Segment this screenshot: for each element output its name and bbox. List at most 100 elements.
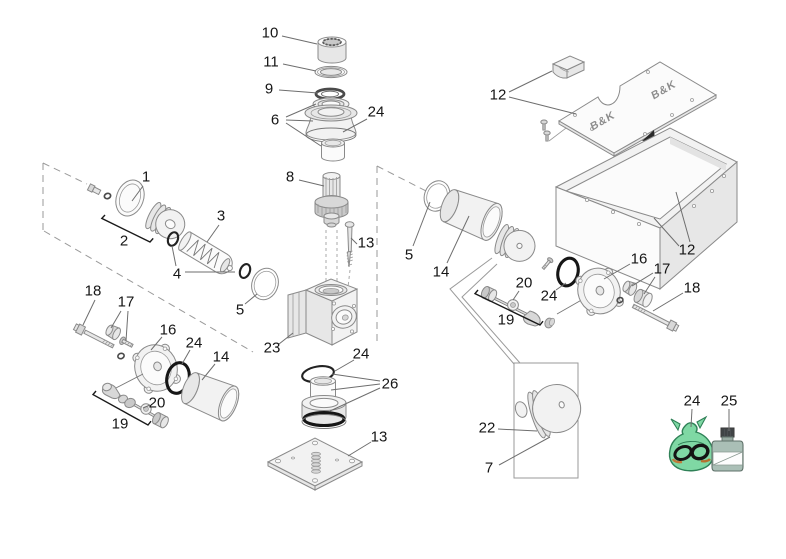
leader-line-12 <box>653 217 680 247</box>
part-label-11: 11 <box>263 54 279 71</box>
part-label-24: 24 <box>368 104 385 121</box>
part-17-fittings-left <box>105 324 134 360</box>
part-4-oring-b <box>238 263 252 279</box>
leader-line-24 <box>555 282 567 291</box>
leader-line-3 <box>206 224 220 243</box>
part-label-4: 4 <box>173 266 181 283</box>
part-screw-small-right <box>541 257 554 271</box>
leader-line-23 <box>278 332 294 345</box>
part-label-12: 12 <box>490 87 507 104</box>
group-bracket-19-right <box>473 289 544 326</box>
part-label-17: 17 <box>654 261 671 278</box>
part-label-5: 5 <box>236 302 244 319</box>
leader-line-22 <box>497 428 538 432</box>
leader-line-16 <box>603 263 631 280</box>
plate-spring <box>311 451 321 474</box>
part-label-18: 18 <box>85 283 102 300</box>
part-2-screw <box>86 183 112 200</box>
dashed-boundary-lines <box>42 162 431 353</box>
part-label-22: 22 <box>479 420 496 437</box>
part-5-oring-left <box>251 267 279 301</box>
part-label-24: 24 <box>541 288 558 305</box>
part-9-seal <box>314 87 346 101</box>
part-23-valve-body <box>287 278 359 346</box>
leader-line-14 <box>201 363 216 381</box>
part-12-cover-plate: B&K B&K <box>558 61 717 157</box>
detail-box-diaphragm <box>449 257 582 479</box>
leader-line-24 <box>690 408 693 428</box>
leader-line-17 <box>643 276 656 295</box>
part-11-washer <box>314 65 348 79</box>
group-bracket-2 <box>100 214 154 243</box>
leader-line-17 <box>110 310 122 329</box>
part-7-22-diaphragm-piston <box>514 384 582 439</box>
leader-line-14 <box>446 215 470 264</box>
part-label-5: 5 <box>405 247 413 264</box>
part-10-bearing <box>317 36 347 64</box>
leader-line-6 <box>285 103 317 118</box>
leader-line-12 <box>508 70 553 93</box>
leader-line-6 <box>285 122 322 147</box>
part-label-13: 13 <box>358 235 375 252</box>
part-25-lubricant-bottle <box>711 427 744 472</box>
leader-line-18 <box>652 292 684 312</box>
part-label-1: 1 <box>142 169 150 186</box>
part-label-19: 19 <box>112 416 129 433</box>
part-label-10: 10 <box>262 25 279 42</box>
part-label-16: 16 <box>160 322 177 339</box>
part-label-8: 8 <box>286 169 294 186</box>
part-piston-right <box>494 224 536 262</box>
part-label-6: 6 <box>271 112 279 129</box>
part-label-7: 7 <box>485 460 493 477</box>
part-label-24: 24 <box>684 393 701 410</box>
group-bracket-19-left <box>91 390 152 426</box>
leader-line-4 <box>171 245 177 267</box>
seal-kit-bag <box>668 415 715 472</box>
leader-line-20 <box>142 404 151 409</box>
part-label-13: 13 <box>371 429 388 446</box>
leader-line-26 <box>329 387 381 412</box>
part-18-bolt-left <box>72 323 115 349</box>
part-label-20: 20 <box>149 395 166 412</box>
part-13-screw <box>344 221 355 268</box>
part-1-seal-washer <box>115 179 145 217</box>
leader-line-24 <box>181 349 191 365</box>
leader-line-24 <box>334 359 355 372</box>
part-18-bolt-right <box>631 303 680 332</box>
leader-line-12 <box>675 191 691 243</box>
part-14-cylinder-right <box>439 189 503 241</box>
leader-line-16 <box>150 336 163 351</box>
leader-line-18 <box>82 299 96 326</box>
leader-line-5 <box>412 201 431 247</box>
part-label-2: 2 <box>120 233 128 250</box>
part-8-drive-shaft <box>314 172 349 228</box>
part-12-clip <box>551 55 586 79</box>
leader-line-5 <box>244 293 258 305</box>
leader-line-11 <box>282 63 317 72</box>
part-label-18: 18 <box>684 280 701 297</box>
part-label-14: 14 <box>213 349 230 366</box>
part-3-valve-spring <box>178 231 233 275</box>
part-14-cylinder-left <box>181 372 240 422</box>
leader-line-12 <box>508 96 577 115</box>
part-16-end-cap-left <box>132 343 181 394</box>
leader-line-17 <box>125 310 129 342</box>
leader-line-17 <box>631 272 654 287</box>
part-label-14: 14 <box>433 264 450 281</box>
leader-line-10 <box>281 35 318 45</box>
part-label-20: 20 <box>516 275 533 292</box>
part-24-oring-right <box>556 256 580 288</box>
part-19-hose-left <box>101 373 169 429</box>
part-12-box <box>554 127 738 291</box>
part-label-19: 19 <box>498 312 515 329</box>
leader-line-20 <box>512 290 520 301</box>
part-16-end-cap-right <box>575 267 624 316</box>
part-label-3: 3 <box>217 208 225 225</box>
part-label-16: 16 <box>631 251 648 268</box>
part-13-base-plate <box>266 437 364 491</box>
part-label-12: 12 <box>679 242 696 259</box>
part-label-9: 9 <box>265 81 273 98</box>
part-label-25: 25 <box>721 393 738 410</box>
